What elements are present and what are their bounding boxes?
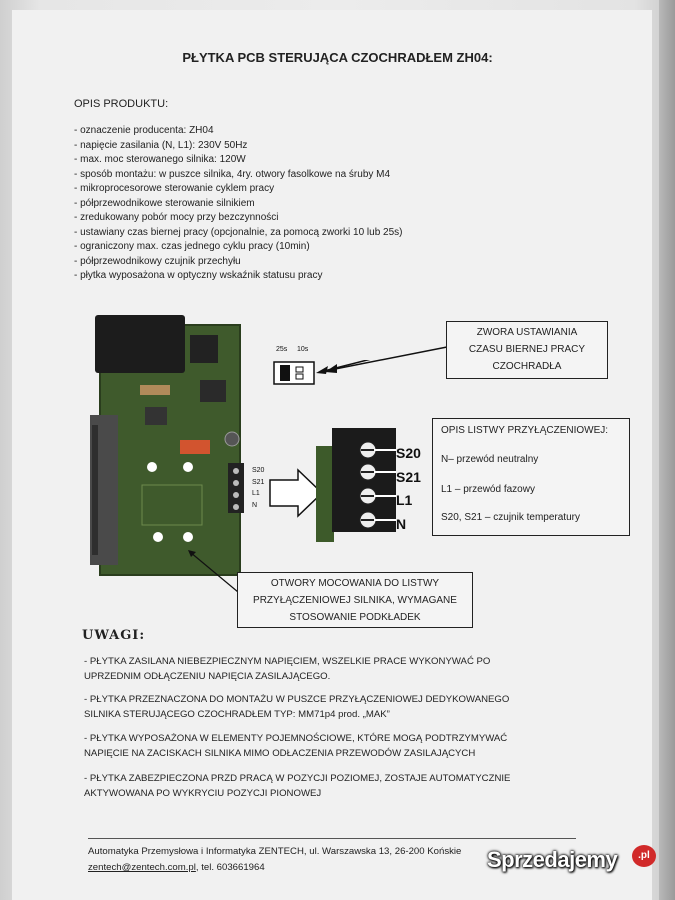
watermark-logo: Sprzedajemy <box>487 847 618 872</box>
jumper-pointer-line <box>325 346 448 373</box>
mount-callout: OTWORY MOCOWANIA DO LISTWY PRZYŁĄCZENIOW… <box>237 572 473 628</box>
note: - PŁYTKA ZASILANA NIEBEZPIECZNYM NAPIĘCI… <box>84 654 576 684</box>
note-line: - PŁYTKA ZABEZPIECZONA PRZD PRACĄ W POZY… <box>84 773 511 784</box>
note: - PŁYTKA ZABEZPIECZONA PRZD PRACĄ W POZY… <box>84 771 576 801</box>
notes-heading: UWAGI: <box>82 628 146 643</box>
small-terminal-labels: S20 S21 L1 N <box>252 465 264 511</box>
footer-contact: zentech@zentech.com.pl, tel. 603661964 <box>88 862 265 873</box>
connector-description-row: S20, S21 – czujnik temperatury <box>441 512 580 523</box>
note: - PŁYTKA PRZEZNACZONA DO MONTAŻU W PUSZC… <box>84 692 576 722</box>
spec-item: - sposób montażu: w puszce silnika, 4ry.… <box>74 168 391 180</box>
jumper-graphic <box>273 360 371 385</box>
small-terminal-label: S20 <box>252 467 265 474</box>
pcb-photo <box>90 315 244 576</box>
note-line: UPRZEDNIM ODŁĄCZENIU NAPIĘCIA ZASILAJĄCE… <box>84 671 331 682</box>
note-line: NAPIĘCIE NA ZACISKACH SILNIKA MIMO ODŁAC… <box>84 748 476 759</box>
spec-item: - zredukowany pobór mocy przy bezczynnoś… <box>74 212 279 223</box>
mount-callout-line: OTWORY MOCOWANIA DO LISTWY <box>270 578 440 589</box>
connector-description-title: OPIS LISTWY PRZYŁĄCZENIOWEJ: <box>441 425 609 436</box>
spec-item: - ustawiany czas biernej pracy (opcjonal… <box>74 226 403 238</box>
terminal-label: N <box>396 515 407 532</box>
spec-item: - mikroprocesorowe sterowanie cyklem pra… <box>74 183 275 194</box>
jumper-callout-line: CZASU BIERNEJ PRACY <box>468 344 586 355</box>
spec-item: - ograniczony max. czas jednego cyklu pr… <box>74 241 310 252</box>
note-line: SILNIKA STERUJĄCEGO CZOCHRADŁEM TYP: MM7… <box>84 709 390 720</box>
terminal-label: S21 <box>396 468 421 485</box>
mount-callout-line: STOSOWANIE PODKŁADEK <box>289 612 421 623</box>
monitor-bezel <box>659 0 675 900</box>
footer-email[interactable]: zentech@zentech.com.pl <box>88 862 196 873</box>
jumper-label-10s: 10s <box>297 346 309 353</box>
footer-divider <box>88 838 576 839</box>
jumper-cap <box>280 365 290 381</box>
mount-pointer-line <box>188 550 239 593</box>
terminal-label: S20 <box>396 445 421 461</box>
mount-callout-line: PRZYŁĄCZENIOWEJ SILNIKA, WYMAGANE <box>253 595 457 606</box>
spec-item: - płytka wyposażona w optyczny wskaźnik … <box>74 270 323 281</box>
watermark-badge: .pl <box>632 845 656 867</box>
small-terminal-label: N <box>252 501 258 509</box>
small-terminal-label: S21 <box>252 478 265 486</box>
connector-description-row: N– przewód neutralny <box>441 454 539 465</box>
spec-item: - półprzewodnikowy czujnik przechyłu <box>74 255 241 267</box>
jumper-callout: ZWORA USTAWIANIA CZASU BIERNEJ PRACY CZO… <box>446 321 608 379</box>
red-component <box>180 440 210 454</box>
note-line: - PŁYTKA WYPOSAŻONA W ELEMENTY POJEMNOŚC… <box>84 733 508 744</box>
note: - PŁYTKA WYPOSAŻONA W ELEMENTY POJEMNOŚC… <box>84 731 576 761</box>
note-line: AKTYWOWANA PO WYKRYCIU POZYCJI PIONOWEJ <box>84 788 322 799</box>
small-terminal-label: L1 <box>252 490 260 497</box>
spec-list: - oznaczenie producenta: ZH04 - napięcie… <box>74 124 403 284</box>
jumper-callout-line: ZWORA USTAWIANIA <box>476 327 578 338</box>
terminal-block-closeup <box>316 428 396 542</box>
spec-item: - napięcie zasilania (N, L1): 230V 50Hz <box>74 139 248 151</box>
connector-description-box: OPIS LISTWY PRZYŁĄCZENIOWEJ: N– przewód … <box>432 418 630 536</box>
jumper-callout-line: CZOCHRADŁA <box>492 361 562 372</box>
jumper-label-25s: 25s <box>276 346 288 353</box>
hollow-arrow <box>269 468 324 518</box>
spec-item: - max. moc sterowanego silnika: 120W <box>74 154 246 165</box>
note-line: - PŁYTKA ZASILANA NIEBEZPIECZNYM NAPIĘCI… <box>84 656 491 667</box>
spec-item: - oznaczenie producenta: ZH04 <box>74 125 214 136</box>
footer-phone: , tel. 603661964 <box>195 862 265 873</box>
connector-description-row: L1 – przewód fazowy <box>441 484 535 495</box>
section-title: OPIS PRODUKTU: <box>74 98 169 110</box>
note-line: - PŁYTKA PRZEZNACZONA DO MONTAŻU W PUSZC… <box>84 694 510 705</box>
small-terminal-block <box>228 463 244 513</box>
footer-address: Automatyka Przemysłowa i Informatyka ZEN… <box>88 846 462 857</box>
terminal-label: L1 <box>396 492 413 508</box>
terminal-labels: S20 S21 L1 N <box>396 442 421 536</box>
document-title: PŁYTKA PCB STERUJĄCA CZOCHRADŁEM ZH04: <box>182 50 493 65</box>
spec-item: - półprzewodnikowe sterowanie silnikiem <box>74 197 255 209</box>
relay-block <box>95 315 185 373</box>
